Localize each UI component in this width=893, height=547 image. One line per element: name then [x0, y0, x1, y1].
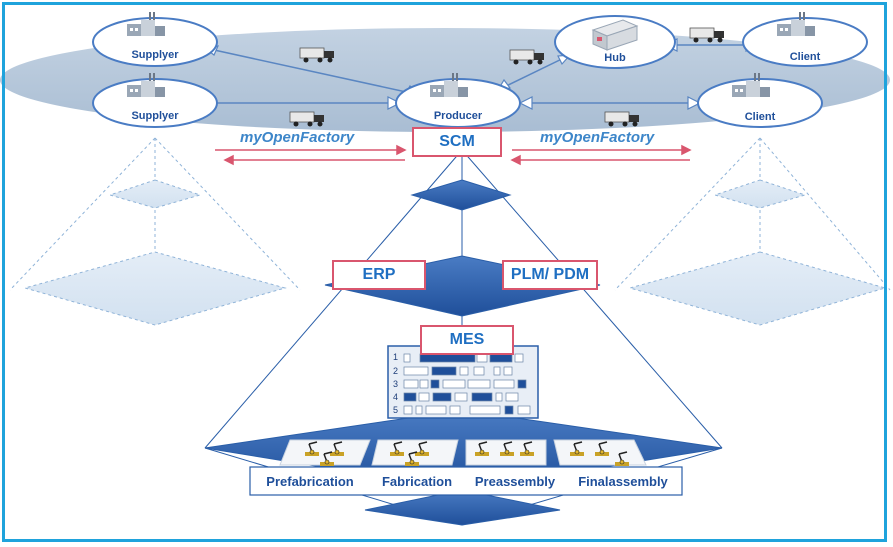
- schedule-bar: [467, 379, 491, 389]
- schedule-row-4: 4: [393, 392, 399, 402]
- robot-icon: [320, 451, 334, 466]
- schedule-bar: [415, 405, 423, 415]
- side-pyramid-right: [614, 137, 891, 326]
- factory-icon: [127, 12, 165, 36]
- robot-icon: [330, 441, 344, 456]
- schedule-bar: [471, 392, 493, 402]
- schedule-row-5: 5: [393, 405, 399, 415]
- side-pyramid-left: [9, 137, 301, 326]
- schedule-bar: [430, 379, 440, 389]
- robot-icon: [390, 441, 404, 456]
- schedule-bar: [449, 405, 461, 415]
- robot-icon: [595, 441, 609, 456]
- schedule-bar: [514, 353, 524, 363]
- schedule-bar: [431, 366, 457, 376]
- factory-icons: [127, 12, 815, 97]
- myopenfactory-label-left: myOpenFactory: [240, 129, 355, 146]
- stage-fabrication: Fabrication: [381, 474, 453, 489]
- schedule-bar: [493, 366, 501, 376]
- node-label-hub: Hub: [604, 52, 626, 64]
- factory-icon: [732, 73, 770, 97]
- schedule-bar: [469, 405, 501, 415]
- schedule-bar: [505, 392, 519, 402]
- schedule-bars: [403, 353, 531, 415]
- schedule-bar: [504, 405, 514, 415]
- schedule-bar: [403, 405, 413, 415]
- pink-arrows: [215, 144, 692, 166]
- schedule-bar: [503, 366, 513, 376]
- schedule-bar: [403, 392, 417, 402]
- schedule-bar: [418, 392, 430, 402]
- robot-icons: [305, 441, 629, 466]
- schedule-bar: [495, 392, 503, 402]
- factory-icon: [127, 73, 165, 97]
- schedule-bar: [432, 392, 452, 402]
- network-links: [195, 44, 758, 104]
- stage-label-bar: [249, 466, 683, 496]
- robot-icon: [500, 441, 514, 456]
- node-label-producer: Producer: [433, 110, 483, 122]
- robot-icon: [305, 441, 319, 456]
- stage-finalassembly: Finalassembly: [578, 474, 668, 489]
- node-ellipses: [92, 15, 868, 128]
- node-label-client-top: Client: [789, 51, 821, 63]
- schedule-bar: [517, 379, 527, 389]
- robot-icon: [520, 441, 534, 456]
- myopenfactory-label-right: myOpenFactory: [540, 129, 655, 146]
- truck-icon: [689, 27, 724, 43]
- scm-box: SCM: [412, 127, 502, 157]
- schedule-bar: [459, 366, 469, 376]
- truck-icon: [299, 47, 334, 63]
- robot-icon: [415, 441, 429, 456]
- diagram-frame: [2, 2, 887, 542]
- node-label-client-bottom: Client: [744, 111, 776, 123]
- schedule-bar: [425, 405, 447, 415]
- stage-prefabrication: Prefabrication: [266, 474, 354, 489]
- schedule-bar: [403, 353, 411, 363]
- node-label-supplier-top: Supplyer: [131, 49, 179, 61]
- robot-icon: [405, 451, 419, 466]
- schedule-row-2: 2: [393, 366, 399, 376]
- mes-box: MES: [420, 325, 514, 355]
- truck-icon: [604, 111, 639, 127]
- schedule-row-3: 3: [393, 379, 399, 389]
- robot-icon: [570, 441, 584, 456]
- schedule-row-1: 1: [393, 352, 399, 362]
- hub-icon: [591, 19, 639, 51]
- truck-icon: [509, 49, 544, 65]
- stage-preassembly: Preassembly: [474, 474, 556, 489]
- schedule-bar: [454, 392, 468, 402]
- truck-icons: [289, 27, 724, 127]
- schedule-bar: [517, 405, 531, 415]
- factory-icon: [777, 12, 815, 36]
- schedule-bar: [442, 379, 466, 389]
- robot-icon: [615, 451, 629, 466]
- erp-box: ERP: [332, 260, 426, 290]
- schedule-bar: [473, 366, 485, 376]
- schedule-bar: [403, 366, 429, 376]
- truck-icon: [289, 111, 324, 127]
- robot-icon: [475, 441, 489, 456]
- plm-pdm-box: PLM/ PDM: [502, 260, 598, 290]
- schedule-bar: [493, 379, 515, 389]
- factory-icon: [430, 73, 468, 97]
- schedule-bar: [403, 379, 419, 389]
- schedule-bar: [419, 379, 429, 389]
- node-label-supplier-bottom: Supplyer: [131, 110, 179, 122]
